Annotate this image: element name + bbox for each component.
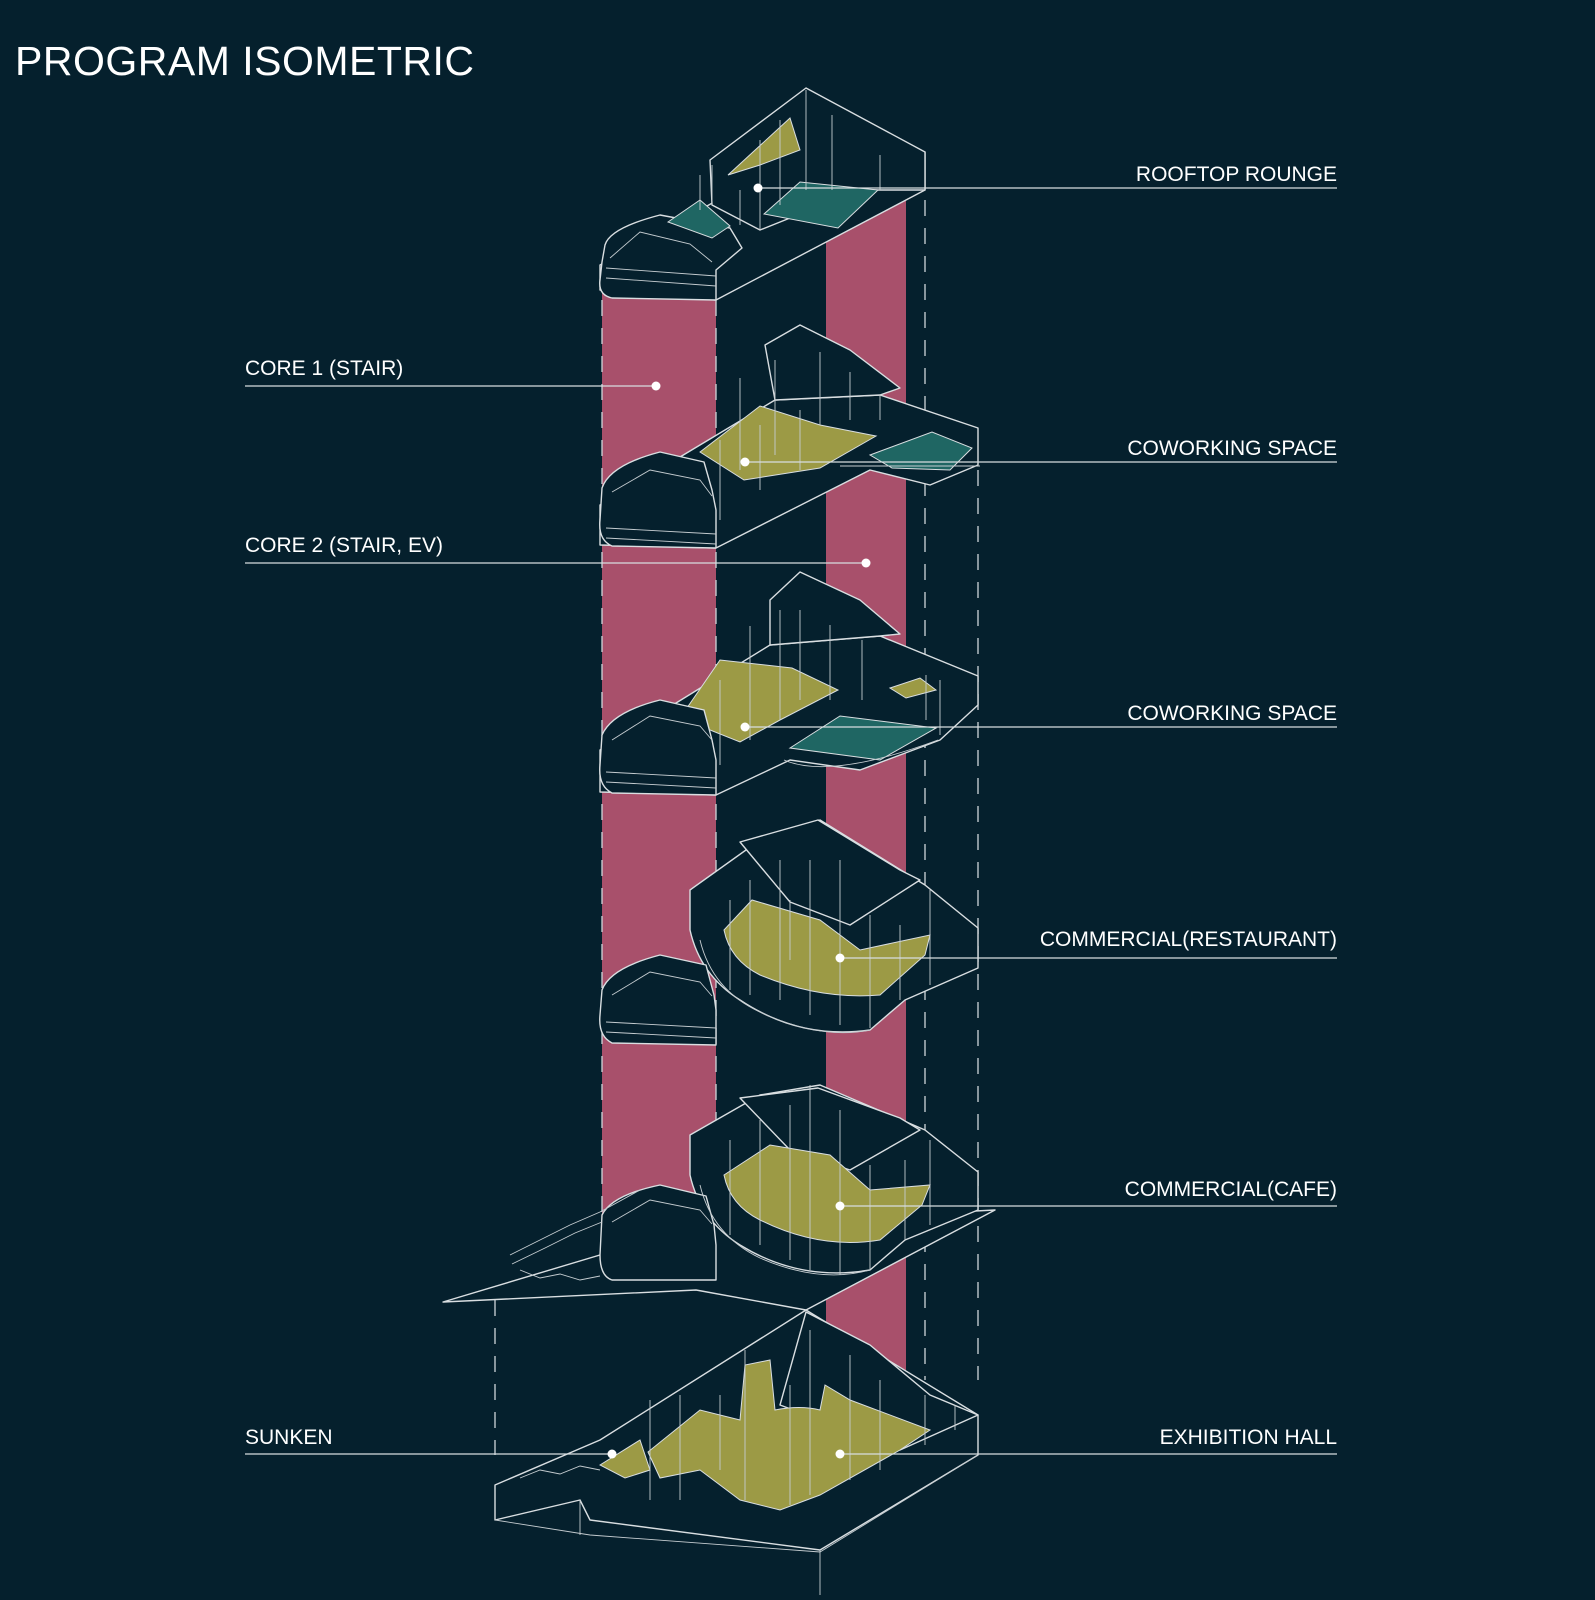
core1-marker	[651, 381, 661, 391]
rooftop-marker	[753, 183, 763, 193]
restaurant-marker	[835, 953, 845, 963]
label-cafe: COMMERCIAL(CAFE)	[1125, 1178, 1337, 1201]
coworking-upper-marker	[740, 457, 750, 467]
label-coworking-upper: COWORKING SPACE	[1127, 437, 1337, 460]
level-rooftop	[599, 87, 926, 301]
page-title: PROGRAM ISOMETRIC	[15, 38, 475, 84]
sunken-marker	[607, 1449, 617, 1459]
label-restaurant: COMMERCIAL(RESTAURANT)	[1040, 928, 1337, 951]
level-exhibition	[494, 1309, 979, 1595]
leader-lines	[245, 183, 1337, 1459]
level-cafe	[442, 1084, 996, 1311]
level-coworking-upper	[599, 324, 980, 549]
core-2-shaft	[826, 196, 906, 1378]
coworking-lower-marker	[740, 722, 750, 732]
label-core2: CORE 2 (STAIR, EV)	[245, 534, 443, 557]
level-restaurant	[599, 819, 979, 1046]
label-exhibition: EXHIBITION HALL	[1160, 1426, 1337, 1449]
label-rooftop: ROOFTOP ROUNGE	[1136, 163, 1337, 186]
exhibition-marker	[835, 1449, 845, 1459]
core2-marker	[861, 558, 871, 568]
label-sunken: SUNKEN	[245, 1426, 333, 1449]
labels: ROOFTOP ROUNGE CORE 1 (STAIR) COWORKING …	[245, 163, 1337, 1449]
level-coworking-lower	[599, 571, 979, 796]
label-coworking-lower: COWORKING SPACE	[1127, 702, 1337, 725]
label-core1: CORE 1 (STAIR)	[245, 357, 403, 380]
cafe-marker	[835, 1201, 845, 1211]
